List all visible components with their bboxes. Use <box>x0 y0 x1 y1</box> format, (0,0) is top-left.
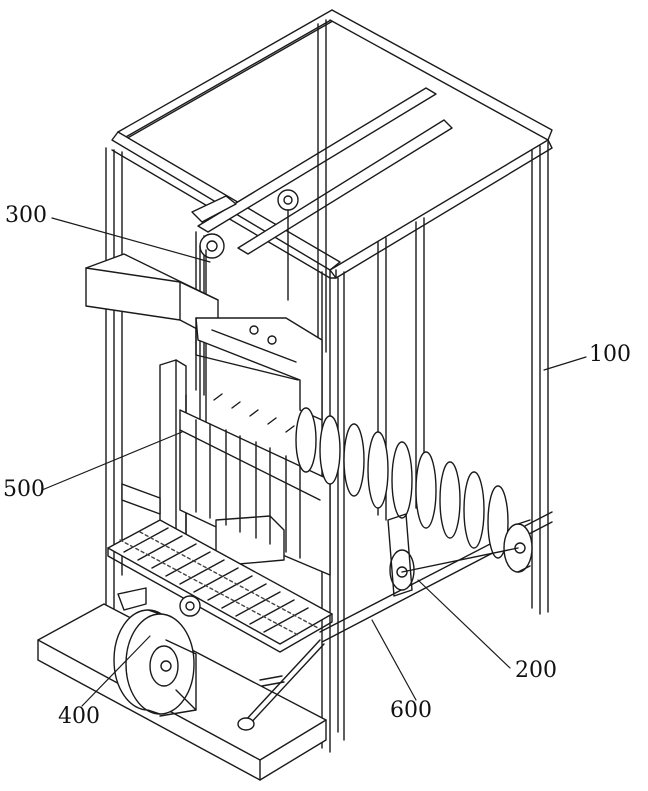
leader-lines <box>41 217 587 707</box>
callout-300: 300 <box>5 203 47 228</box>
callout-600: 600 <box>390 698 432 723</box>
guide-column-500 <box>121 359 187 561</box>
leader-100 <box>543 356 587 371</box>
leader-600 <box>371 619 417 701</box>
leader-400 <box>81 635 151 707</box>
callout-400: 400 <box>58 704 100 729</box>
callout-500: 500 <box>3 477 45 502</box>
leader-200 <box>417 579 511 669</box>
callout-100: 100 <box>589 342 631 367</box>
spiral-roller-200 <box>295 407 533 597</box>
winch-base-400 <box>37 587 327 781</box>
leader-500 <box>41 431 183 491</box>
grated-platform-600 <box>107 519 333 653</box>
leader-300 <box>51 217 211 263</box>
blade-rack <box>179 393 331 576</box>
callout-200: 200 <box>515 658 557 683</box>
